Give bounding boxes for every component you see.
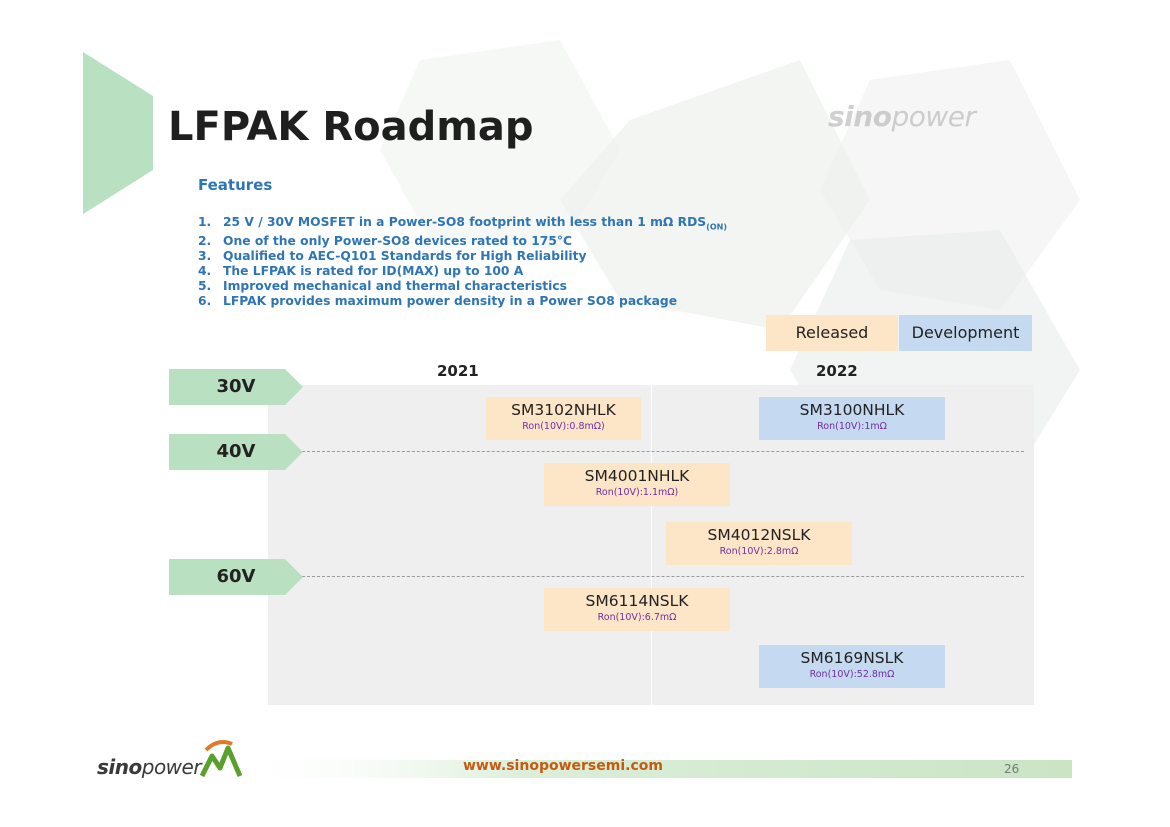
voltage-tag-30v: 30V <box>169 369 303 405</box>
voltage-tag-40v: 40V <box>169 434 303 470</box>
feature-list: 1.25 V / 30V MOSFET in a Power-SO8 footp… <box>198 215 818 309</box>
product-sm3100nhlk: SM3100NHLK Ron(10V):1mΩ <box>759 397 945 440</box>
features-heading: Features <box>198 176 273 194</box>
feature-item: 1.25 V / 30V MOSFET in a Power-SO8 footp… <box>198 215 727 232</box>
product-sm6169nslk: SM6169NSLK Ron(10V):52.8mΩ <box>759 645 945 688</box>
title-accent-triangle <box>83 52 153 214</box>
feature-item: 2.One of the only Power-SO8 devices rate… <box>198 234 573 249</box>
page-number: 26 <box>1004 762 1020 776</box>
product-sm4001nhlk: SM4001NHLK Ron(10V):1.1mΩ) <box>544 463 730 506</box>
feature-item: 3.Qualified to AEC-Q101 Standards for Hi… <box>198 249 587 264</box>
voltage-divider-40v <box>302 451 1024 452</box>
feature-item: 5.Improved mechanical and thermal charac… <box>198 279 567 294</box>
footer-logo: sinopower <box>97 755 202 779</box>
feature-item: 6.LFPAK provides maximum power density i… <box>198 294 678 309</box>
footer-gradient-bar <box>230 760 1072 778</box>
legend-development: Development <box>899 315 1032 351</box>
page-title: LFPAK Roadmap <box>168 104 534 150</box>
voltage-tag-60v: 60V <box>169 559 303 595</box>
legend-released: Released <box>766 315 898 351</box>
year-divider <box>651 385 652 705</box>
footer-website-link[interactable]: www.sinopowersemi.com <box>463 758 663 774</box>
product-sm6114nslk: SM6114NSLK Ron(10V):6.7mΩ <box>544 588 730 631</box>
year-label-2022: 2022 <box>816 362 858 380</box>
sinopower-logo-icon <box>199 740 242 778</box>
feature-item: 4.The LFPAK is rated for ID(MAX) up to 1… <box>198 264 524 279</box>
brand-watermark: sinopower <box>828 100 976 133</box>
voltage-divider-60v <box>302 576 1024 577</box>
product-sm4012nslk: SM4012NSLK Ron(10V):2.8mΩ <box>666 522 852 565</box>
product-sm3102nhlk: SM3102NHLK Ron(10V):0.8mΩ) <box>486 397 641 440</box>
year-label-2021: 2021 <box>437 362 479 380</box>
